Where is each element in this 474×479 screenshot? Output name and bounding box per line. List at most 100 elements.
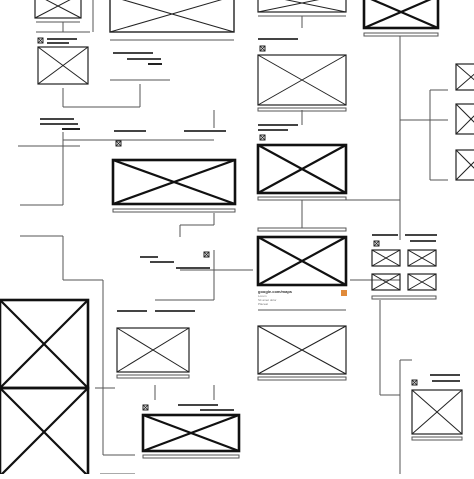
image-placeholder xyxy=(256,143,348,195)
detail-line-1: Lorem xyxy=(258,294,267,298)
grid-thumbnail xyxy=(371,249,401,267)
image-icon-cross xyxy=(203,251,210,258)
placeholder-cross xyxy=(116,327,190,373)
detail-line-2: Sit amet dolor xyxy=(258,298,277,302)
text-placeholder-bar xyxy=(405,234,437,236)
placeholder-cross xyxy=(45,0,82,19)
text-placeholder-bar xyxy=(155,310,195,312)
text-placeholder-bar xyxy=(148,63,162,65)
text-placeholder-bar xyxy=(258,124,298,126)
edge-thumbnail xyxy=(455,103,474,135)
location-pin-icon xyxy=(341,290,347,296)
screen-grid[interactable] xyxy=(371,234,437,300)
image-icon xyxy=(259,45,266,52)
screen-center-lower[interactable] xyxy=(116,310,195,379)
text-placeholder-bar xyxy=(410,240,436,242)
text-placeholder-bar xyxy=(40,123,78,125)
screen-right-1[interactable] xyxy=(257,38,347,112)
text-placeholder-bar xyxy=(40,118,74,120)
image-icon xyxy=(259,134,266,141)
image-placeholder xyxy=(34,0,82,19)
placeholder-cross xyxy=(109,0,223,33)
screen-center-main[interactable] xyxy=(111,130,237,213)
footer-bar xyxy=(257,196,347,201)
text-placeholder-bar xyxy=(258,129,288,131)
text-placeholder-bar xyxy=(113,52,153,54)
text-placeholder-bar xyxy=(200,409,234,411)
placeholder-cross xyxy=(284,0,347,13)
image-icon xyxy=(142,404,149,411)
footer-bar xyxy=(257,107,347,112)
image-placeholder xyxy=(256,235,348,287)
text-block-a xyxy=(110,52,170,81)
image-placeholder xyxy=(141,413,241,453)
placeholder-cross xyxy=(411,389,463,435)
image-icon-cross xyxy=(373,240,380,247)
screen-top-right[interactable] xyxy=(257,0,347,17)
image-placeholder xyxy=(37,46,89,85)
footer-bar xyxy=(112,208,236,213)
placeholder-cross xyxy=(455,161,474,181)
text-placeholder-bar xyxy=(47,42,69,44)
image-icon xyxy=(373,240,380,247)
image-icon-cross xyxy=(259,45,266,52)
text-placeholder-bar xyxy=(432,380,460,382)
image-icon-cross xyxy=(115,140,122,147)
screen-bottom-right[interactable] xyxy=(411,374,463,441)
image-placeholder xyxy=(411,389,463,435)
text-placeholder-bar xyxy=(178,404,218,406)
text-placeholder-bar xyxy=(117,310,147,312)
text-placeholder-bar xyxy=(176,267,210,269)
placeholder-cross xyxy=(121,0,235,33)
screen-thumbnail-a[interactable] xyxy=(37,37,89,85)
screen-top-center[interactable] xyxy=(109,0,235,41)
text-block-c xyxy=(140,251,210,269)
image-icon-cross xyxy=(142,404,149,411)
image-icon xyxy=(203,251,210,258)
connector-lines xyxy=(20,0,448,475)
text-placeholder-bar xyxy=(47,38,77,40)
text-placeholder-bar xyxy=(372,234,398,236)
screen-top-left[interactable] xyxy=(34,0,82,19)
text-placeholder-bar xyxy=(184,130,226,132)
placeholder-cross xyxy=(363,0,432,30)
placeholder-cross xyxy=(455,115,474,135)
screen-edge-thumbnails[interactable] xyxy=(455,63,474,181)
placeholder-cross xyxy=(142,413,240,453)
placeholder-cross xyxy=(257,54,347,106)
screen-right-4[interactable] xyxy=(257,325,347,381)
detail-line-3: Placeat xyxy=(258,302,269,306)
text-placeholder-bar xyxy=(114,130,146,132)
footer-bar xyxy=(116,374,190,379)
image-icon xyxy=(115,140,122,147)
screen-left-large[interactable] xyxy=(0,298,90,478)
placeholder-cross xyxy=(112,158,236,206)
placeholder-cross xyxy=(407,273,437,291)
text-placeholder-bar xyxy=(430,374,460,376)
placeholder-cross xyxy=(257,325,347,375)
screen-top-far-right[interactable] xyxy=(362,0,440,37)
screen-right-2[interactable] xyxy=(256,124,348,201)
text-placeholder-bar xyxy=(140,256,158,258)
screen-bottom-center[interactable] xyxy=(141,404,241,459)
detail-url-text[interactable]: google.com/maps xyxy=(258,289,293,294)
image-placeholder xyxy=(362,0,440,30)
image-icon xyxy=(37,37,44,44)
footer-bar xyxy=(142,454,240,459)
screen-right-3-detail[interactable] xyxy=(256,227,348,311)
image-icon-cross xyxy=(37,37,44,44)
placeholder-cross xyxy=(0,299,89,389)
grid-thumbnail xyxy=(407,273,437,291)
image-placeholder xyxy=(257,54,347,106)
placeholder-cross xyxy=(0,387,89,477)
placeholder-cross xyxy=(371,249,401,267)
placeholder-cross xyxy=(37,46,89,85)
text-block-b xyxy=(18,118,80,147)
footer-bar xyxy=(363,32,439,37)
header-bar xyxy=(257,227,347,232)
placeholder-cross xyxy=(407,249,437,267)
image-placeholder xyxy=(109,0,235,33)
text-placeholder-bar xyxy=(258,38,298,40)
grid-thumbnail xyxy=(407,249,437,267)
